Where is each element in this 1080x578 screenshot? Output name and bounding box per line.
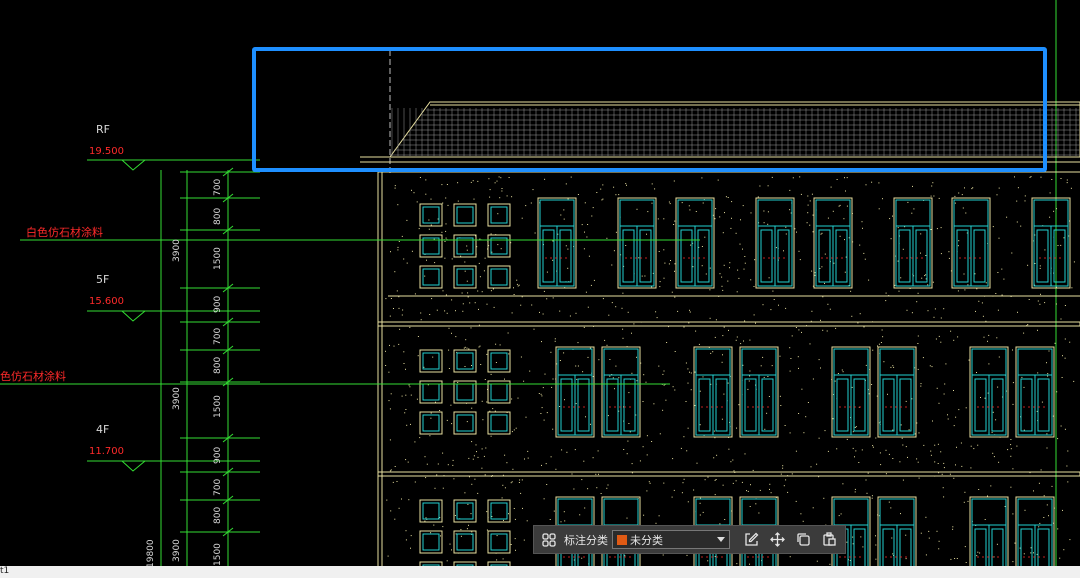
annotation-toolbar: 标注分类 未分类 <box>533 525 846 554</box>
segment-dimension: 800 <box>213 356 223 374</box>
category-color-swatch <box>617 534 627 545</box>
category-label: 标注分类 <box>564 533 608 547</box>
segment-dimension: 800 <box>213 506 223 524</box>
floor-height-dimension: 3900 <box>172 387 182 410</box>
selection-rectangle[interactable] <box>252 47 1047 172</box>
move-icon[interactable] <box>766 529 788 551</box>
tall-window <box>951 197 991 289</box>
tall-window <box>675 197 715 289</box>
small-window <box>487 411 511 435</box>
tall-window <box>693 346 733 438</box>
material-note: 色仿石材涂料 <box>0 370 66 383</box>
category-select[interactable]: 未分类 <box>612 530 730 549</box>
segment-dimension: 1500 <box>213 543 223 566</box>
tall-window <box>537 197 577 289</box>
small-window <box>487 265 511 289</box>
dimension-chain <box>160 167 260 566</box>
small-window <box>453 499 477 523</box>
tall-window <box>555 346 595 438</box>
tall-window <box>1015 346 1055 438</box>
paste-icon[interactable] <box>818 529 840 551</box>
tall-window <box>739 346 779 438</box>
edit-icon[interactable] <box>740 529 762 551</box>
tall-window <box>877 346 917 438</box>
small-window <box>487 349 511 373</box>
chevron-down-icon <box>717 537 725 542</box>
segment-dimension: 700 <box>213 478 223 496</box>
small-window <box>419 499 443 523</box>
level-name-5f: 5F <box>96 273 110 286</box>
small-window <box>419 530 443 554</box>
tall-window <box>813 197 853 289</box>
segment-dimension: 900 <box>213 295 223 313</box>
small-window <box>419 411 443 435</box>
small-window <box>419 265 443 289</box>
windows <box>419 197 1071 578</box>
layout-tab[interactable]: t1 <box>0 566 10 576</box>
tall-window <box>877 496 917 578</box>
level-elevation-4f: 11.700 <box>89 446 124 457</box>
small-window <box>419 349 443 373</box>
small-window <box>487 530 511 554</box>
small-window <box>453 411 477 435</box>
level-name-rf: RF <box>96 123 110 136</box>
tall-window <box>969 496 1009 578</box>
segment-dimension: 700 <box>213 178 223 196</box>
level-markers <box>0 159 700 472</box>
small-window <box>453 234 477 258</box>
level-elevation-rf: 19.500 <box>89 146 124 157</box>
small-window <box>419 203 443 227</box>
tall-window <box>1015 496 1055 578</box>
level-elevation-5f: 15.600 <box>89 296 124 307</box>
level-name-4f: 4F <box>96 423 110 436</box>
small-window <box>453 203 477 227</box>
category-value: 未分类 <box>630 533 663 547</box>
small-window <box>453 265 477 289</box>
small-window <box>487 203 511 227</box>
grid-icon[interactable] <box>538 529 560 551</box>
status-bar <box>0 566 1080 578</box>
small-window <box>419 234 443 258</box>
segment-dimension: 700 <box>213 327 223 345</box>
segment-dimension: 800 <box>213 207 223 225</box>
small-window <box>453 349 477 373</box>
floor-height-dimension: 3900 <box>172 539 182 562</box>
material-note: 白色仿石材涂料 <box>26 226 103 239</box>
copy-icon[interactable] <box>792 529 814 551</box>
tall-window <box>601 346 641 438</box>
tall-window <box>831 346 871 438</box>
small-window <box>487 499 511 523</box>
roof <box>360 101 1080 163</box>
tall-window <box>969 346 1009 438</box>
segment-dimension: 1500 <box>213 395 223 418</box>
floor-height-dimension: 3900 <box>172 239 182 262</box>
total-height-dimension: 19800 <box>146 539 156 568</box>
segment-dimension: 1500 <box>213 247 223 270</box>
wall-outline <box>377 171 1080 566</box>
tall-window <box>755 197 795 289</box>
segment-dimension: 900 <box>213 446 223 464</box>
tall-window <box>1031 197 1071 289</box>
tall-window <box>893 197 933 289</box>
tall-window <box>617 197 657 289</box>
small-window <box>453 530 477 554</box>
small-window <box>487 234 511 258</box>
